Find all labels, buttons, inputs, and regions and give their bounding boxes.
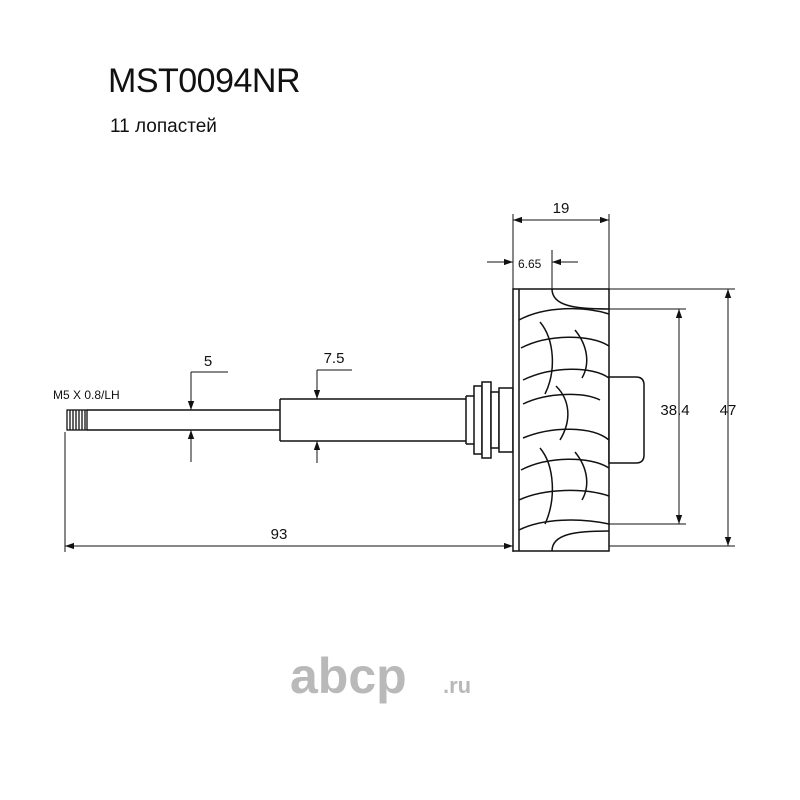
thread-spec-label: M5 X 0.8/LH — [53, 388, 120, 402]
blade-count-label: 11 лопастей — [110, 116, 217, 137]
turbine-wheel — [512, 288, 610, 552]
shaft-collar — [473, 381, 514, 459]
wheel-nose — [608, 376, 645, 464]
part-number-title: MST0094NR — [108, 62, 301, 100]
dimension-hub-diameter — [609, 308, 686, 525]
dimension-wheel-diameter-label: 47 — [720, 402, 737, 419]
dimension-hub-offset-label: 6.65 — [518, 257, 542, 271]
dimension-shaft-small-diameter-label: 5 — [204, 353, 212, 370]
dimension-hub-diameter-label: 38.4 — [660, 402, 689, 419]
dimension-wheel-length-label: 19 — [553, 200, 570, 217]
abcp-logo: abcp .ru — [290, 648, 471, 704]
shaft-thick-section — [279, 395, 474, 445]
dimension-overall-length-label: 93 — [271, 526, 288, 543]
dimension-hub-offset — [487, 250, 578, 292]
logo-main-text: abcp — [290, 648, 407, 704]
logo-domain-text: .ru — [443, 673, 471, 698]
dimension-wheel-diameter — [609, 288, 735, 547]
dimension-wheel-length — [512, 214, 610, 309]
dimension-shaft-small-diameter — [187, 371, 228, 462]
dimension-shaft-large-diameter-label: 7.5 — [324, 350, 345, 367]
shaft-thin-section — [87, 409, 280, 431]
dimension-overall-length — [64, 432, 514, 552]
threaded-end — [66, 409, 88, 431]
dimension-shaft-large-diameter — [313, 369, 352, 463]
